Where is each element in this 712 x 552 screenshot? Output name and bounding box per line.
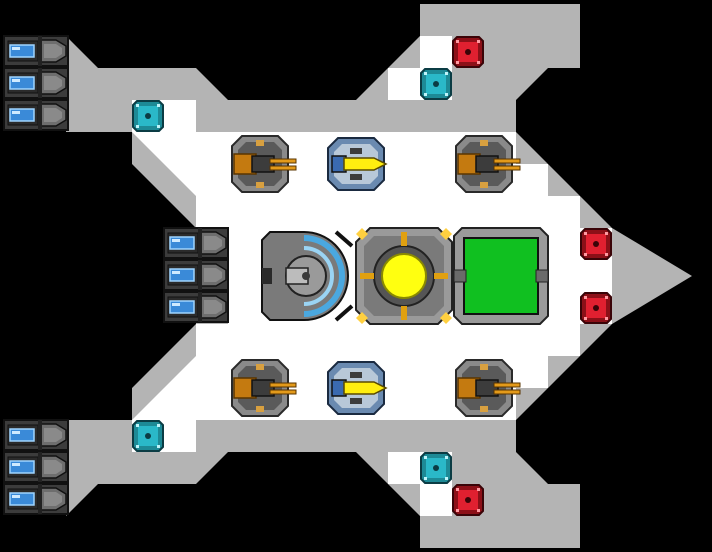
weapon-mount-icon[interactable]: [580, 228, 612, 260]
thruster-icon[interactable]: [3, 451, 69, 483]
missile-launcher-icon[interactable]: [327, 137, 387, 191]
cargo-bay-icon[interactable]: [453, 227, 549, 325]
weapon-mount-icon[interactable]: [580, 292, 612, 324]
thruster-icon[interactable]: [163, 227, 229, 259]
reactor-icon[interactable]: [355, 227, 453, 325]
cannon-icon[interactable]: [455, 359, 521, 417]
conduit-node-icon[interactable]: [132, 420, 164, 452]
thruster-icon[interactable]: [3, 419, 69, 451]
cannon-icon[interactable]: [455, 135, 521, 193]
conduit-node-icon[interactable]: [132, 100, 164, 132]
cannon-icon[interactable]: [231, 359, 297, 417]
thruster-icon[interactable]: [163, 259, 229, 291]
thruster-icon[interactable]: [163, 291, 229, 323]
thruster-icon[interactable]: [3, 35, 69, 67]
cannon-icon[interactable]: [231, 135, 297, 193]
shield-generator-icon[interactable]: [261, 230, 354, 322]
thruster-icon[interactable]: [3, 99, 69, 131]
conduit-node-icon[interactable]: [420, 452, 452, 484]
weapon-mount-icon[interactable]: [452, 36, 484, 68]
weapon-mount-icon[interactable]: [452, 484, 484, 516]
thruster-icon[interactable]: [3, 67, 69, 99]
conduit-node-icon[interactable]: [420, 68, 452, 100]
thruster-icon[interactable]: [3, 483, 69, 515]
missile-launcher-icon[interactable]: [327, 361, 387, 415]
